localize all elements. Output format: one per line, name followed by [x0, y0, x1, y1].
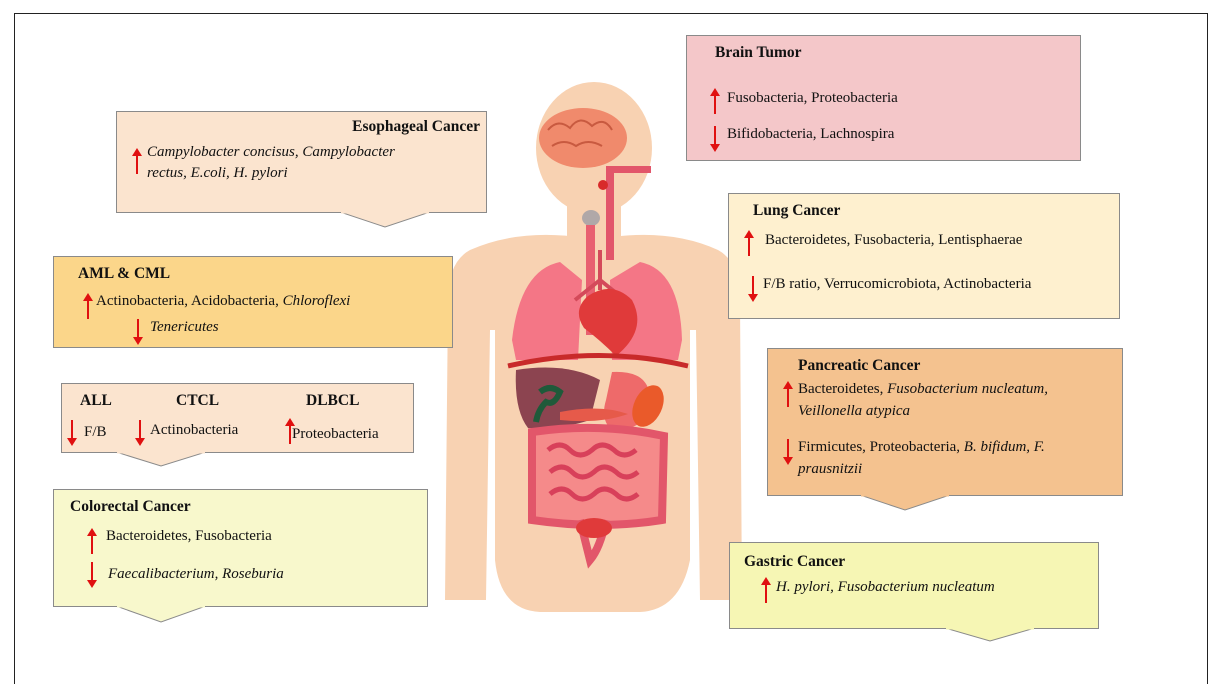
colorectal-down-text: Faecalibacterium, Roseburia [108, 566, 284, 583]
up-arrow-icon [131, 148, 143, 174]
pancreatic-cancer-title: Pancreatic Cancer [798, 357, 920, 375]
all-title: ALL [80, 392, 112, 410]
down-arrow-icon [747, 276, 759, 302]
pancreatic-up-plain: Bacteroidetes, [798, 381, 887, 397]
pancreatic-up-line-1: Bacteroidetes, Fusobacterium nucleatum, [798, 381, 1048, 398]
up-arrow-icon [82, 293, 94, 319]
esophageal-callout-tail [340, 212, 430, 228]
up-arrow-icon [86, 528, 98, 554]
lung-cancer-title: Lung Cancer [753, 202, 840, 220]
gastric-up-text: H. pylori, Fusobacterium nucleatum [776, 579, 995, 596]
brain-up-text: Fusobacteria, Proteobacteria [727, 90, 898, 107]
pancreatic-down-line-2: prausnitzii [798, 461, 862, 478]
intestines-organ [532, 428, 664, 525]
dlbcl-up-text: Proteobacteria [292, 426, 379, 443]
colorectal-cancer-title: Colorectal Cancer [70, 498, 191, 516]
aml-up-plain: Actinobacteria, Acidobacteria, [96, 293, 283, 309]
ctcl-title: CTCL [176, 392, 219, 410]
gastric-cancer-callout: Gastric Cancer H. pylori, Fusobacterium … [729, 542, 1099, 629]
pancreatic-down-italic-1: B. bifidum, F. [964, 439, 1045, 455]
gastric-cancer-title: Gastric Cancer [744, 553, 845, 571]
down-arrow-icon [782, 439, 794, 465]
colorectal-up-text: Bacteroidetes, Fusobacteria [106, 528, 272, 545]
aml-cml-callout: AML & CML Actinobacteria, Acidobacteria,… [53, 256, 453, 348]
brain-tumor-callout: Brain Tumor Fusobacteria, Proteobacteria… [686, 35, 1081, 161]
down-arrow-icon [709, 126, 721, 152]
dlbcl-title: DLBCL [306, 392, 359, 410]
ctcl-down-text: Actinobacteria [150, 422, 238, 439]
down-arrow-icon [86, 562, 98, 588]
brain-tumor-title: Brain Tumor [715, 44, 802, 62]
all-callout-tail [116, 452, 206, 467]
down-arrow-icon [132, 319, 144, 345]
aml-cml-title: AML & CML [78, 265, 170, 283]
up-arrow-icon [760, 577, 772, 603]
esophageal-cancer-title: Esophageal Cancer [352, 118, 480, 136]
esophageal-up-line-1: Campylobacter concisus, Campylobacter [147, 144, 395, 161]
lung-up-text: Bacteroidetes, Fusobacteria, Lentisphaer… [765, 232, 1022, 249]
pancreatic-up-italic-1: Fusobacterium nucleatum, [887, 381, 1048, 397]
up-arrow-icon [743, 230, 755, 256]
up-arrow-icon [782, 381, 794, 407]
brain-organ [539, 108, 627, 168]
colorectal-cancer-callout: Colorectal Cancer Bacteroidetes, Fusobac… [53, 489, 428, 607]
aml-up-italic: Chloroflexi [283, 293, 351, 309]
lung-cancer-callout: Lung Cancer Bacteroidetes, Fusobacteria,… [728, 193, 1120, 319]
up-arrow-icon [709, 88, 721, 114]
aml-down-text: Tenericutes [150, 319, 219, 336]
brain-down-text: Bifidobacteria, Lachnospira [727, 126, 894, 143]
pancreatic-down-line-1: Firmicutes, Proteobacteria, B. bifidum, … [798, 439, 1045, 456]
esophageal-cancer-callout: Esophageal Cancer Campylobacter concisus… [116, 111, 487, 213]
aml-up-text: Actinobacteria, Acidobacteria, Chlorofle… [96, 293, 350, 310]
down-arrow-icon [66, 420, 78, 446]
all-ctcl-dlbcl-callout: ALL CTCL DLBCL F/B Actinobacteria Proteo… [61, 383, 414, 453]
down-arrow-icon [134, 420, 146, 446]
gastric-callout-tail [945, 628, 1035, 642]
colorectal-callout-tail [116, 606, 206, 623]
all-down-text: F/B [84, 424, 107, 441]
lung-down-text: F/B ratio, Verrucomicrobiota, Actinobact… [763, 276, 1031, 293]
bladder-organ [576, 518, 612, 538]
esophageal-up-line-2: rectus, E.coli, H. pylori [147, 165, 288, 182]
pancreatic-up-line-2: Veillonella atypica [798, 403, 910, 420]
pancreatic-callout-tail [860, 495, 950, 511]
pancreatic-cancer-callout: Pancreatic Cancer Bacteroidetes, Fusobac… [767, 348, 1123, 496]
pancreatic-down-plain: Firmicutes, Proteobacteria, [798, 439, 964, 455]
